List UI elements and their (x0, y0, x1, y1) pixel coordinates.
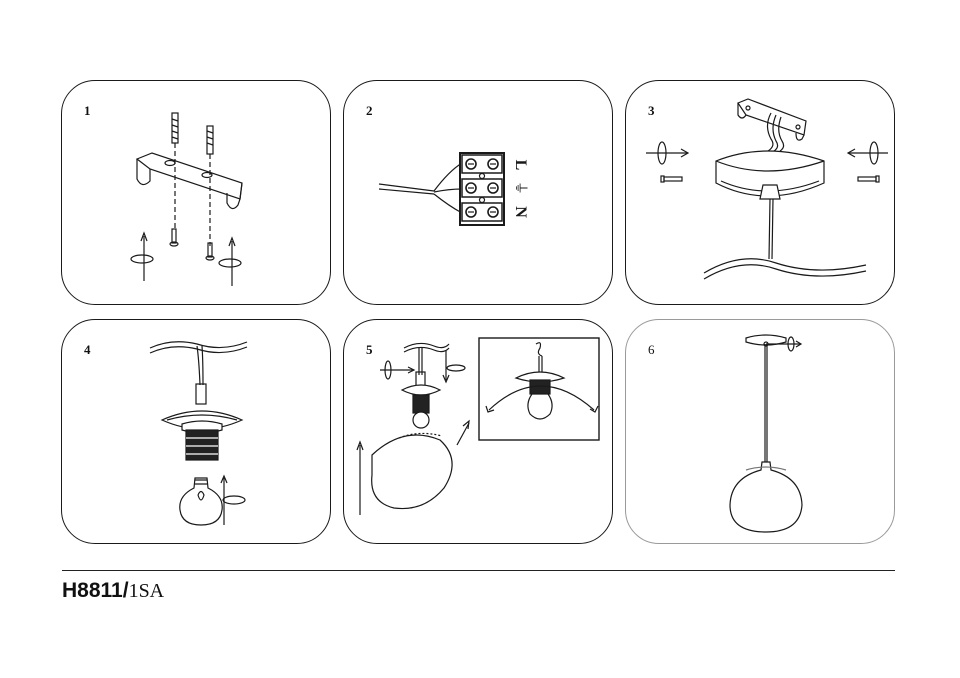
terminal-label-earth: ⏚ (512, 181, 528, 195)
terminal-label-neutral: N (512, 206, 529, 218)
bulb-icon (179, 477, 223, 526)
step-number: 4 (84, 342, 91, 357)
rotate-icon (218, 258, 242, 268)
shade-gallery-icon (400, 371, 442, 396)
lampholder-bulb-illustration (149, 341, 248, 526)
rotate-icon (130, 254, 154, 264)
lampholder-icon (412, 394, 430, 414)
up-arrow-icon (228, 236, 236, 286)
model-number: H8811/1SA (62, 578, 164, 603)
step-panel-4: 4 (61, 319, 331, 544)
inset-detail-icon (478, 337, 600, 441)
power-cable-icon (378, 162, 463, 214)
step-number: 5 (366, 342, 373, 357)
lampholder-icon (185, 429, 219, 461)
model-number-bold: H8811/ (62, 579, 129, 602)
glass-shade-icon (729, 461, 803, 533)
shade-gallery-icon (160, 383, 244, 434)
up-arrow-icon (356, 440, 364, 515)
bulb-icon (412, 411, 430, 429)
rotate-icon (869, 141, 879, 165)
step-number: 3 (648, 103, 655, 118)
rotate-icon (446, 364, 466, 372)
wiring-terminal-illustration: L ⏚ N (378, 152, 529, 226)
step-panel-2: 2 L ⏚ N (343, 80, 613, 305)
up-arrow-icon (140, 231, 148, 281)
wires-icon (766, 112, 785, 152)
screw-icon (169, 228, 179, 247)
canopy-fixing-illustration (646, 98, 888, 280)
up-arrow-icon (220, 474, 228, 525)
screw-icon (206, 125, 214, 246)
side-screw-icon (660, 175, 683, 183)
cable-icon (703, 258, 867, 280)
mounting-bracket-icon (135, 152, 243, 210)
down-arrow-icon (442, 350, 450, 384)
rotate-icon (222, 495, 246, 505)
right-arrow-icon (380, 366, 416, 374)
model-variant: 1SA (128, 580, 165, 602)
screw-icon (171, 112, 179, 231)
right-arrow-icon (646, 148, 690, 158)
step-panel-6: 6 (625, 319, 895, 544)
shade-fitting-illustration (356, 337, 600, 515)
glass-shade-icon (371, 432, 453, 510)
rotate-icon (766, 336, 803, 352)
side-screw-icon (857, 175, 880, 183)
diagonal-arrow-icon (456, 419, 470, 446)
step-panel-3: 3 (625, 80, 895, 305)
step-number: 6 (648, 342, 655, 357)
footer-divider (62, 570, 895, 571)
step-number: 1 (84, 103, 91, 118)
finished-pendant-illustration (729, 334, 803, 533)
terminal-label-live: L (512, 160, 529, 171)
left-arrow-icon (846, 148, 888, 158)
rotate-icon (384, 360, 392, 380)
terminal-block-icon (459, 152, 505, 226)
suspension-cable-icon (764, 344, 768, 462)
rotate-icon (657, 141, 667, 165)
bracket-mounting-illustration (130, 112, 243, 286)
step-number: 2 (366, 103, 373, 118)
screw-icon (205, 242, 215, 261)
step-panel-5: 5 (343, 319, 613, 544)
canopy-icon (715, 150, 825, 260)
step-panel-1: 1 (61, 80, 331, 305)
mounting-bracket-icon (737, 98, 807, 141)
cable-icon (149, 341, 248, 386)
